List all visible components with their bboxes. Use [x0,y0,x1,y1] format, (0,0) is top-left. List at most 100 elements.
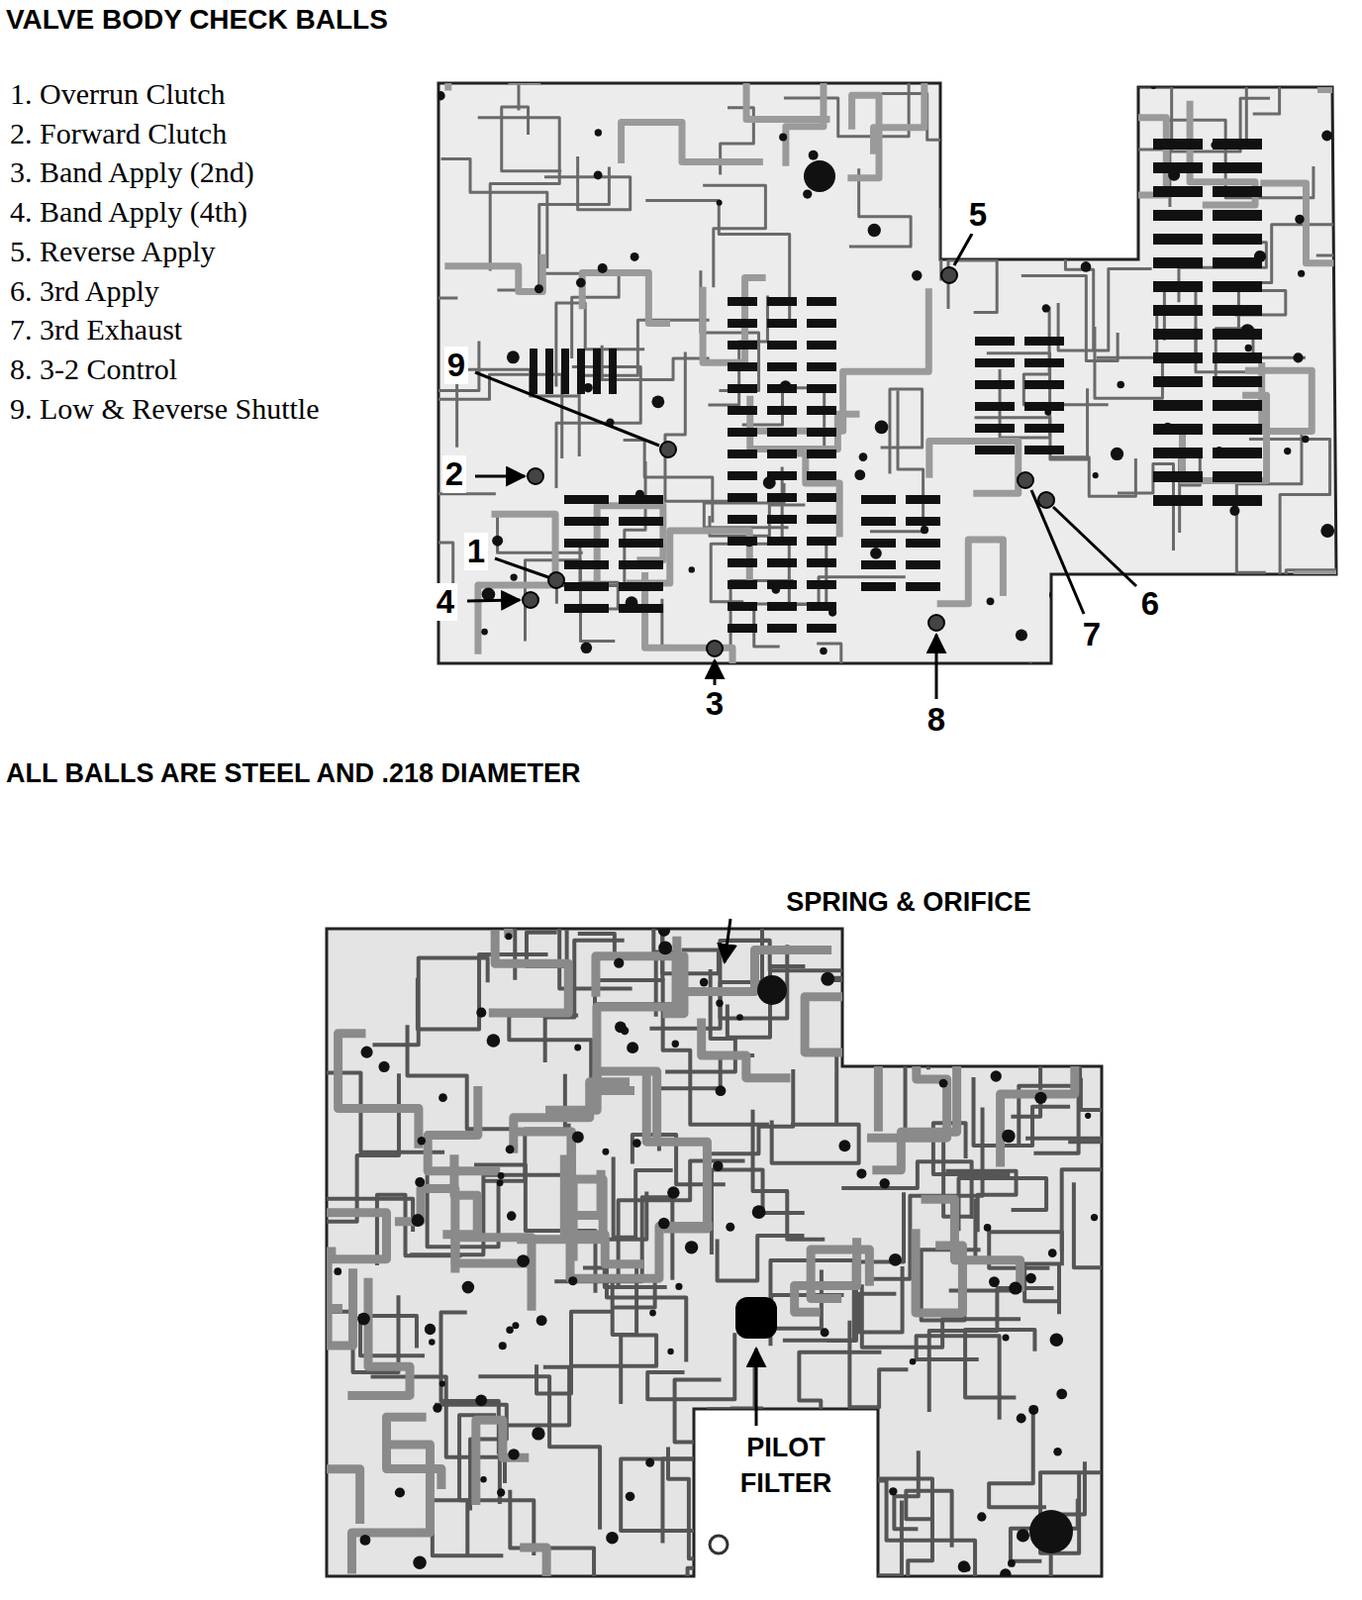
valve-bore [767,449,797,459]
port-hole [715,999,723,1007]
fluid-channel [772,1120,860,1164]
fluid-channel [623,439,713,522]
valve-bore [1212,447,1263,459]
leader-line [935,634,939,699]
fluid-channel [1316,255,1362,392]
valve-bore [806,514,837,524]
leader-line [954,233,973,266]
valve-bore [806,340,837,350]
port-hole [572,1131,584,1144]
valve-bore [618,603,664,613]
port-hole [411,1213,425,1227]
port-hole [1150,83,1157,90]
valve-bore [905,538,941,548]
port-hole [958,1559,971,1572]
fluid-channel [448,49,541,92]
valve-bore [806,296,837,306]
valve-bore [905,494,941,504]
port-hole [506,350,520,364]
valve-bore [767,296,797,306]
port-hole [536,1314,548,1326]
leader-line [713,660,717,685]
fluid-channel [596,954,677,1090]
valve-bore [727,384,758,393]
fluid-channel [870,390,924,532]
port-hole [1015,628,1028,641]
fluid-channel [742,388,825,453]
valve-bore [1212,138,1263,150]
port-hole [802,189,812,198]
fluid-channel [1245,362,1312,431]
fluid-channel [753,1109,826,1240]
fluid-channel [700,270,760,390]
valve-bore [1212,376,1263,388]
port-hole [856,1167,867,1178]
valve-bore [618,516,664,526]
port-hole [625,1491,636,1502]
fluid-channel [788,537,905,605]
port-hole [481,628,488,636]
port-hole [635,489,645,499]
port-hole [1301,435,1309,443]
fluid-channel [914,903,1031,1007]
fluid-channel [1317,10,1362,90]
port-hole [594,128,602,136]
fluid-channel [907,871,997,970]
fluid-channel [659,1055,755,1152]
port-hole [357,1312,371,1326]
port-hole [1092,472,1099,479]
fluid-channel [444,254,543,292]
port-hole [597,263,608,274]
port-hole [568,1275,578,1285]
check-ball [522,591,539,608]
fluid-channel [432,1499,504,1556]
port-hole [828,607,837,616]
fluid-channel [755,288,930,431]
fluid-channel [488,930,569,1013]
port-hole [1016,1528,1030,1542]
port-hole [439,1379,446,1386]
port-hole [1089,1026,1099,1036]
port-hole [752,1204,767,1219]
port-hole [482,586,496,601]
fluid-channel [687,1508,758,1600]
leader-line [475,475,525,479]
port-hole [360,1534,372,1546]
fluid-channel [1274,574,1361,654]
valve-bore [1153,423,1203,435]
port-hole [744,537,755,548]
fluid-channel [965,1329,1035,1398]
fluid-channel [441,159,548,269]
port-hole [1001,1333,1009,1341]
port-hole [920,525,929,534]
port-hole [1320,523,1335,538]
fluid-channel [1080,1073,1186,1110]
leader-line [475,372,660,446]
fluid-channel [647,1332,735,1399]
fluid-channel [880,389,923,474]
port-hole [394,1486,405,1497]
check-ball [1038,491,1055,508]
lower-valve-body [326,928,1102,1576]
fluid-channel [675,1379,722,1513]
valve-bore [974,336,1015,346]
port-hole [860,1495,868,1503]
fluid-channel [594,917,663,1036]
valve-bore [1212,328,1263,340]
port-hole [667,1348,674,1355]
valve-bore [727,318,758,328]
fluid-channel [613,1157,674,1238]
valve-bore [861,494,896,504]
valve-bore [1153,376,1203,388]
valve-bore [1153,281,1203,292]
callout-number: 5 [966,195,990,234]
fluid-channel [423,374,563,459]
fluid-channel [571,1335,657,1404]
valve-bore [905,560,941,570]
fluid-channel [893,1450,918,1529]
port-hole [476,1007,487,1018]
fluid-channel [579,319,709,457]
check-ball [548,572,565,588]
valve-bore [592,348,601,394]
callout-number: 8 [924,700,949,739]
